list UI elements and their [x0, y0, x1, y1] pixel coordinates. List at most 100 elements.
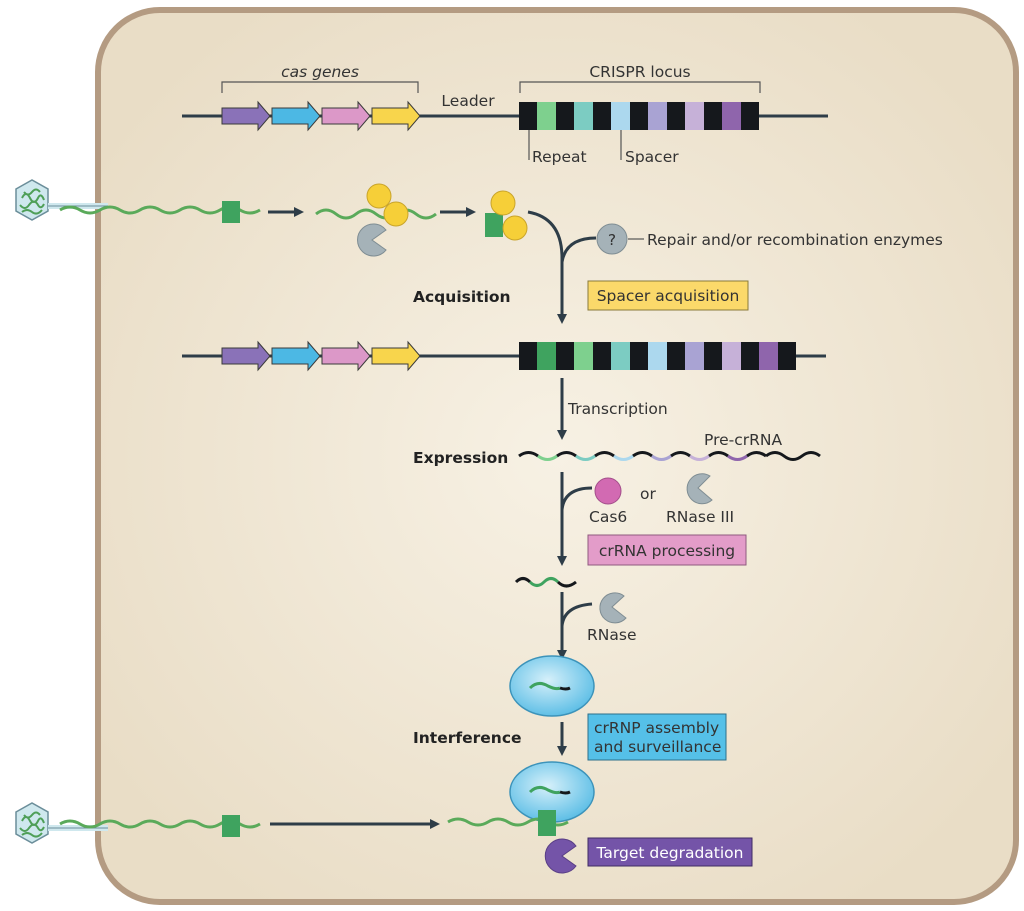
repeat-block	[593, 342, 611, 370]
cas-yellow-1	[366, 183, 392, 209]
phage-top	[15, 179, 108, 221]
pre-crrna-repeat	[670, 451, 691, 458]
spacer-label: Spacer	[625, 148, 679, 166]
cas-gene-pink	[321, 100, 371, 132]
repeat-block	[741, 342, 759, 370]
crrna-processing-box	[587, 534, 747, 566]
pre-crrna-repeat	[556, 451, 577, 458]
spacer-acquisition-text: Spacer acquisition	[597, 287, 740, 305]
cas-gene-yellow	[371, 100, 421, 132]
spacer-block	[685, 102, 704, 130]
top-locus: cas genes CRISPR locus Leader Repeat Spa…	[182, 63, 828, 166]
acquisition-label: Acquisition	[413, 288, 511, 306]
pre-crrna-spacer	[537, 454, 558, 461]
crispr-locus-label: CRISPR locus	[589, 63, 690, 81]
repeat-block	[630, 342, 648, 370]
protospacer-captured	[485, 213, 503, 237]
spacer-block	[685, 342, 704, 370]
cas6-label: Cas6	[589, 508, 627, 526]
repeat-block	[778, 342, 796, 370]
repeat-block	[556, 102, 574, 130]
protospacer-bottom	[222, 815, 240, 837]
spacer-block	[537, 102, 556, 130]
pre-crrna-repeat	[594, 451, 615, 458]
rnase3-icon	[686, 473, 713, 505]
rnase3-label: RNase III	[666, 508, 734, 526]
question-mark: ?	[608, 231, 616, 249]
pre-crrna-repeat	[632, 451, 653, 458]
spacer-block	[611, 102, 630, 130]
interference-label: Interference	[413, 729, 522, 747]
cas-gene-blue	[271, 340, 321, 372]
spacer-block	[574, 342, 593, 370]
repeat-block	[593, 102, 611, 130]
crrnp-line1: crRNP assembly	[594, 719, 719, 737]
mature-crrna-left	[514, 577, 532, 584]
cas-gene-purple	[221, 100, 271, 132]
cas-yellow-2	[383, 201, 409, 227]
pre-crrna-spacer	[613, 454, 634, 461]
spacer-block	[759, 342, 778, 370]
spacer-block	[648, 342, 667, 370]
mature-crrna-right	[556, 580, 577, 588]
pre-crrna-spacer	[575, 454, 596, 461]
spacer-block	[722, 102, 741, 130]
repeat-label: Repeat	[532, 148, 587, 166]
transcription-label: Transcription	[567, 400, 668, 418]
spacer-block	[722, 342, 741, 370]
second-locus	[182, 340, 826, 372]
pre-crrna-spacer	[651, 454, 672, 461]
repeat-block	[704, 342, 722, 370]
enzyme-pacman-1	[357, 223, 387, 257]
cas-gene-pink	[321, 340, 371, 372]
repeat-block	[519, 342, 537, 370]
pre-crrna-repeat	[518, 451, 539, 458]
pre-crrna-repeat	[708, 451, 729, 458]
pre-crrna-tail	[765, 451, 821, 461]
pre-crrna-spacer	[689, 454, 710, 461]
protospacer-top	[222, 201, 240, 223]
crrnp-line2: and surveillance	[594, 738, 721, 756]
protospacer-target	[538, 810, 556, 836]
crrnp-assembly-box	[587, 713, 727, 761]
repeat-block	[630, 102, 648, 130]
spacer-acquisition-box	[587, 280, 749, 311]
repair-label: Repair and/or recombination enzymes	[647, 231, 943, 249]
cas-genes-label: cas genes	[281, 63, 359, 81]
pre-crrna-strand	[518, 451, 821, 461]
nuclease-icon	[544, 838, 577, 874]
target-degradation-box	[587, 837, 753, 867]
cas-gene-yellow	[371, 340, 421, 372]
phage-bottom	[15, 802, 108, 844]
expression-label: Expression	[413, 449, 508, 467]
repeat-block	[519, 102, 537, 130]
repeat-block	[667, 342, 685, 370]
cas-yellow-4	[502, 215, 528, 241]
or-label: or	[640, 485, 656, 503]
cas6-icon	[594, 477, 622, 505]
repeat-block	[667, 102, 685, 130]
cas-gene-purple	[221, 340, 271, 372]
pre-crrna-repeat	[746, 451, 767, 458]
dna-fragment	[315, 208, 437, 220]
crrnp-crrna	[528, 681, 561, 691]
crrnp-complex	[509, 655, 595, 717]
repeat-block	[741, 102, 759, 130]
repeat-block	[704, 102, 722, 130]
crrna-processing-text: crRNA processing	[599, 542, 735, 560]
spacer-block	[648, 102, 667, 130]
repair-enzyme	[596, 223, 628, 255]
target-degradation-text: Target degradation	[596, 844, 744, 862]
pre-crrna-label: Pre-crRNA	[704, 431, 782, 449]
mature-crrna-mid	[528, 577, 560, 587]
pre-crrna-spacer	[727, 454, 748, 461]
spacer-block	[537, 342, 556, 370]
rnase-label: RNase	[587, 626, 636, 644]
spacer-block	[574, 102, 593, 130]
spacer-block	[611, 342, 630, 370]
cas-yellow-3	[490, 190, 516, 216]
cas-gene-blue	[271, 100, 321, 132]
repeat-block	[556, 342, 574, 370]
leader-label: Leader	[441, 92, 495, 110]
